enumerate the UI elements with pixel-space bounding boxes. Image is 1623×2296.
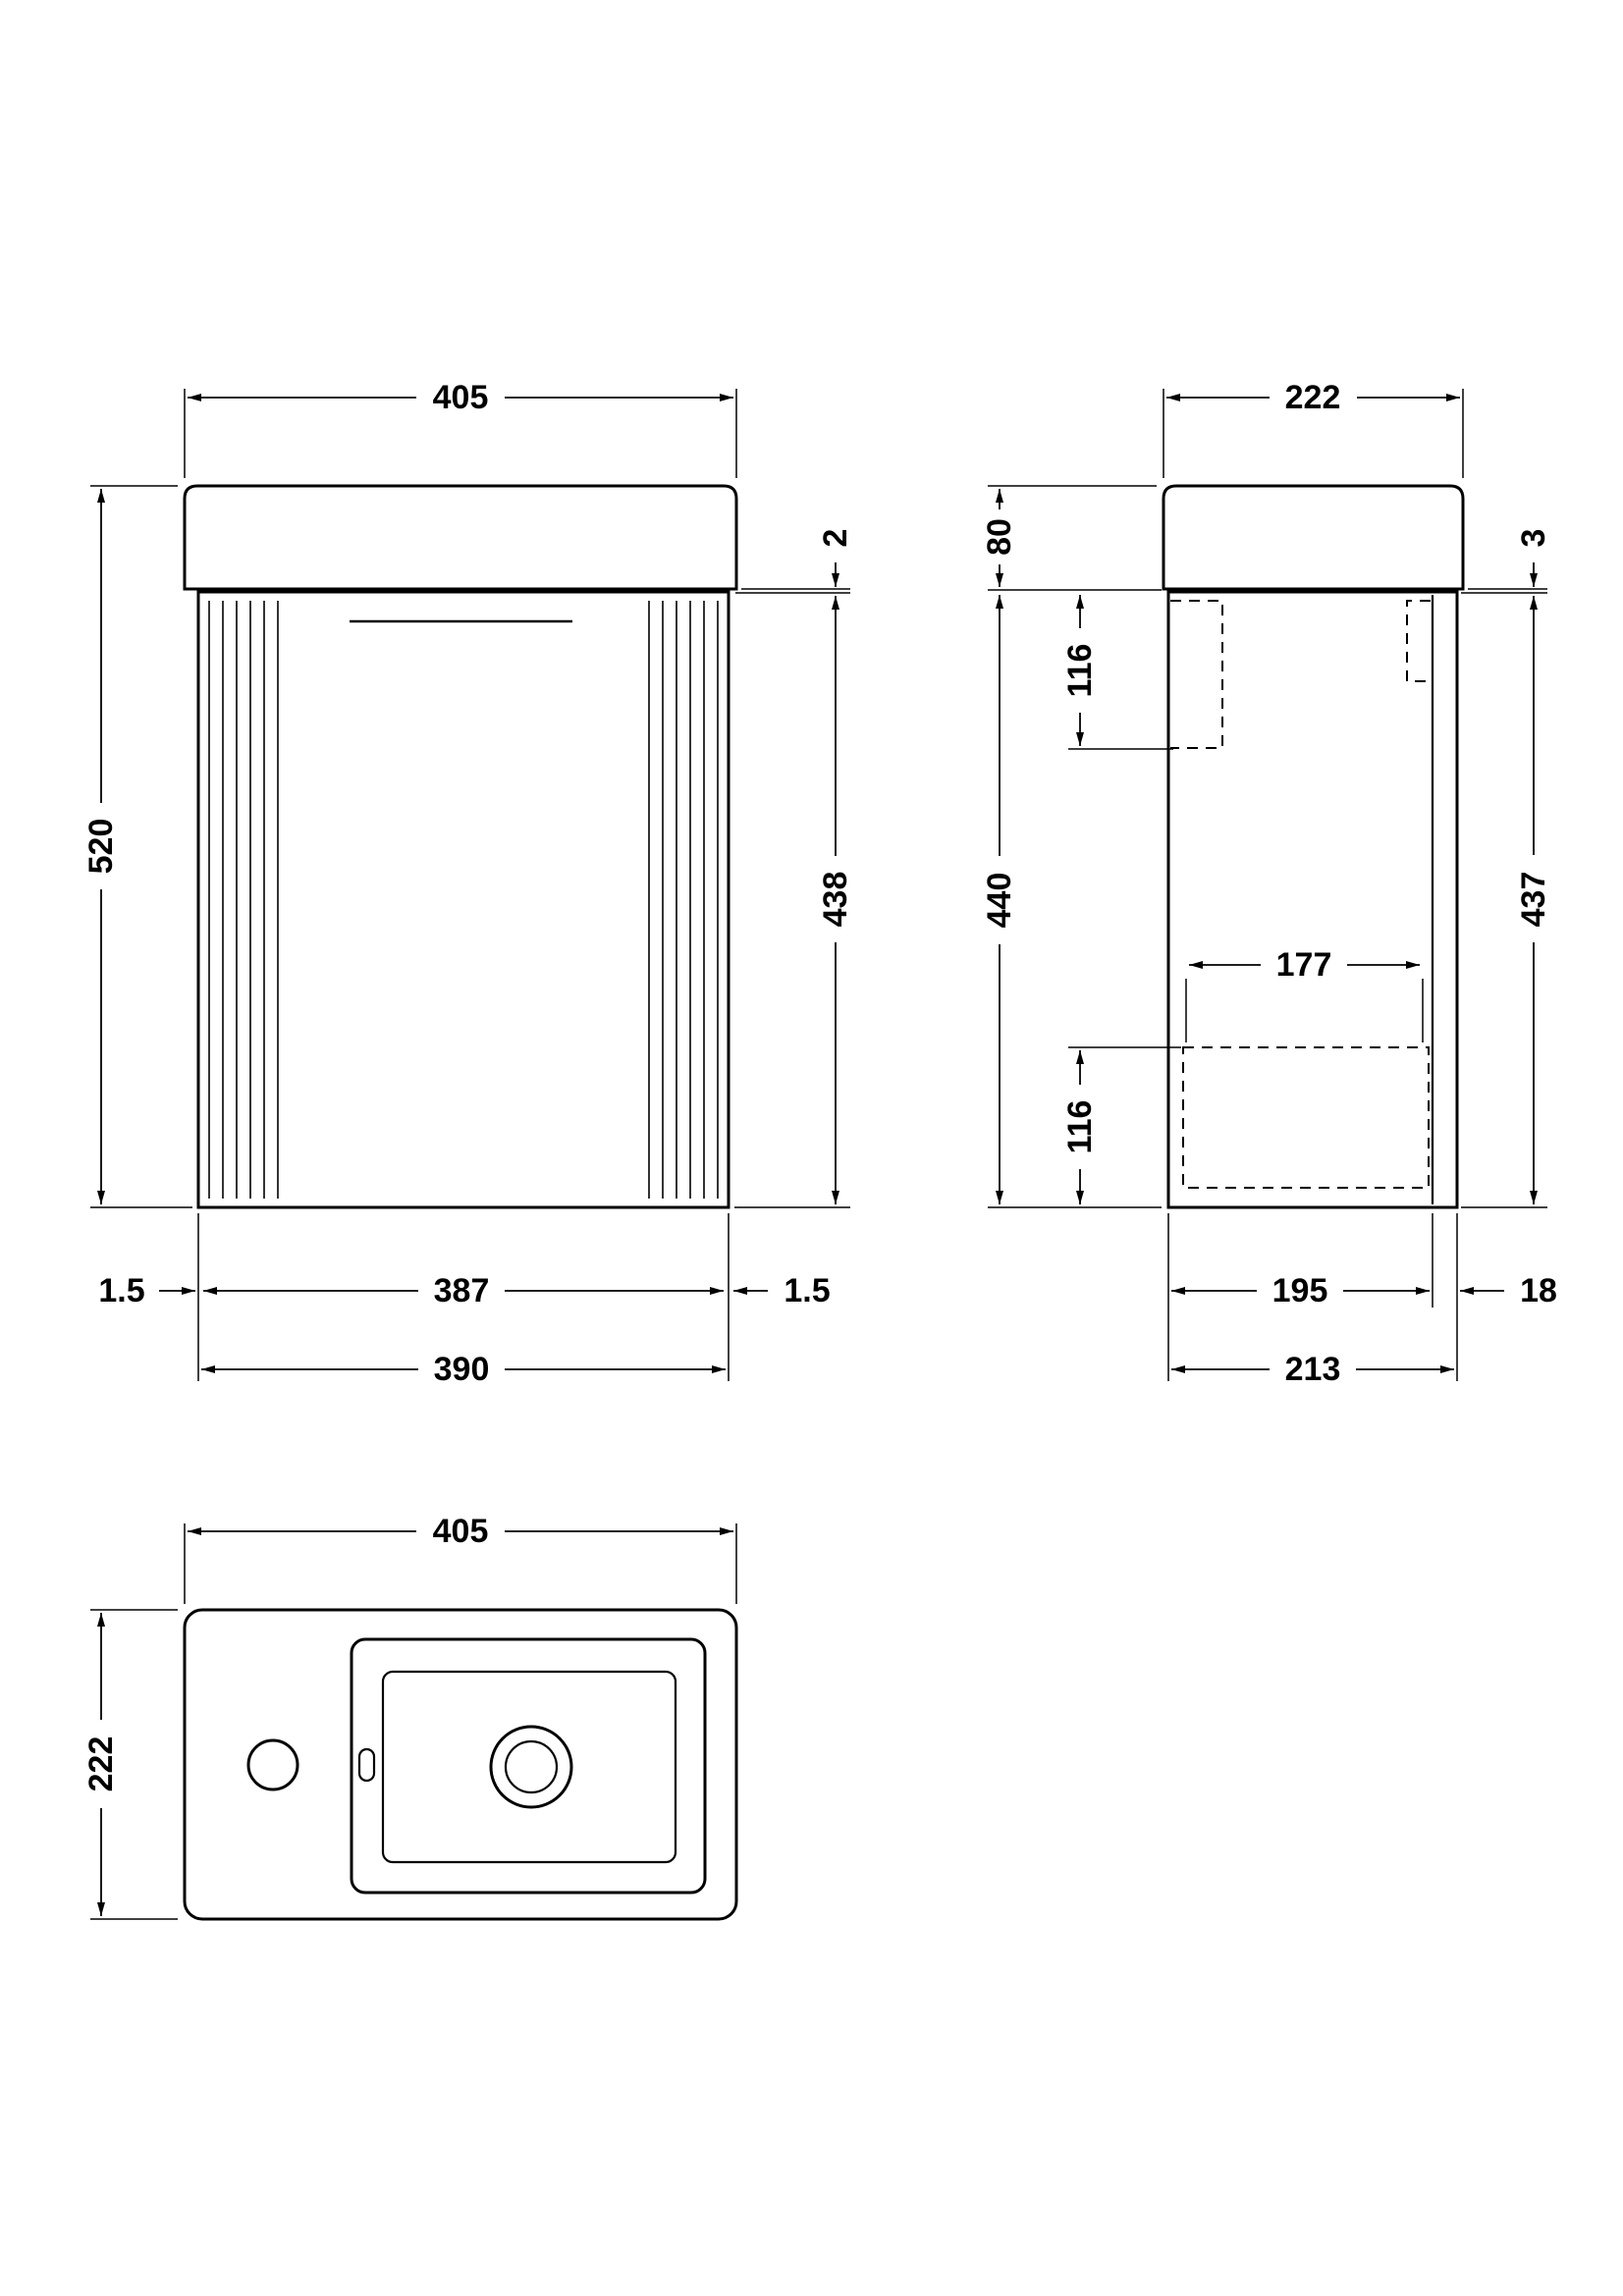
front-width-label: 405 bbox=[433, 379, 489, 416]
side-view: 222 80 116 440 3 bbox=[981, 379, 1557, 1388]
side-dim-depth: 222 bbox=[1163, 379, 1464, 478]
side-wall-bracket-top-front bbox=[1406, 600, 1431, 682]
side-dim-overall-depth: 213 bbox=[1171, 1351, 1454, 1388]
side-dim-carcass-depth: 195 bbox=[1171, 1272, 1430, 1309]
front-cabinet-outline bbox=[196, 590, 730, 1209]
front-door-width-label: 387 bbox=[434, 1272, 490, 1309]
side-cabinet-height-back-label: 440 bbox=[981, 873, 1018, 929]
plan-waste-inner bbox=[504, 1739, 559, 1794]
plan-width-label: 405 bbox=[433, 1513, 489, 1550]
side-dim-basin-height: 80 bbox=[981, 485, 1162, 591]
front-left-gap-label: 1.5 bbox=[98, 1272, 144, 1309]
side-top-bracket-offset-label: 116 bbox=[1061, 644, 1099, 698]
side-dim-internal-depth: 177 bbox=[1185, 946, 1424, 1042]
side-dim-front-lip-gap: 3 bbox=[1461, 529, 1552, 594]
side-basin-height-label: 80 bbox=[981, 518, 1018, 556]
plan-dim-width: 405 bbox=[184, 1513, 737, 1604]
side-internal-depth-label: 177 bbox=[1276, 946, 1332, 984]
side-overall-depth-label: 213 bbox=[1285, 1351, 1341, 1388]
front-lip-gap-label: 2 bbox=[817, 529, 854, 548]
front-dim-lip-gap: 2 bbox=[735, 529, 854, 594]
side-dim-door-thickness: 18 bbox=[1460, 1272, 1557, 1309]
side-door-thickness-label: 18 bbox=[1520, 1272, 1557, 1309]
side-dim-cabinet-height-front: 437 bbox=[1461, 596, 1552, 1208]
side-bottom-bracket-offset-label: 116 bbox=[1061, 1100, 1099, 1154]
plan-overflow-slot bbox=[357, 1747, 376, 1783]
plan-dim-depth: 222 bbox=[82, 1609, 178, 1920]
side-depth-label: 222 bbox=[1285, 379, 1341, 416]
plan-view: 405 222 bbox=[82, 1513, 738, 1921]
front-dim-overall-height: 520 bbox=[82, 485, 192, 1208]
plan-tap-hole bbox=[246, 1738, 299, 1791]
side-cabinet-height-front-label: 437 bbox=[1515, 872, 1552, 928]
front-cabinet-width-label: 390 bbox=[434, 1351, 490, 1388]
front-dim-cabinet-height: 438 bbox=[734, 596, 854, 1208]
front-basin-outline bbox=[183, 484, 738, 591]
plan-waste-outer bbox=[489, 1725, 573, 1809]
side-cabinet-outline bbox=[1166, 590, 1459, 1209]
side-hidden-internal-recess bbox=[1182, 1046, 1430, 1189]
front-dim-door-width: 387 bbox=[203, 1272, 724, 1309]
plan-depth-label: 222 bbox=[82, 1736, 120, 1792]
side-dim-top-bracket-offset: 116 bbox=[1061, 595, 1173, 750]
front-door-fluting bbox=[208, 601, 719, 1199]
front-dim-right-gap: 1.5 bbox=[733, 1272, 831, 1309]
front-right-gap-label: 1.5 bbox=[784, 1272, 830, 1309]
side-dim-bottom-bracket-offset: 116 bbox=[1061, 1046, 1181, 1204]
side-front-lip-gap-label: 3 bbox=[1515, 529, 1552, 548]
side-basin-outline bbox=[1162, 484, 1465, 591]
side-carcass-depth-label: 195 bbox=[1272, 1272, 1328, 1309]
front-overall-height-label: 520 bbox=[82, 819, 120, 875]
side-wall-bracket-top-back bbox=[1170, 600, 1223, 749]
plan-bowl-base bbox=[381, 1670, 677, 1864]
front-cabinet-height-label: 438 bbox=[817, 872, 854, 928]
front-dim-bottom-extensions bbox=[197, 1213, 730, 1381]
side-dim-bottom-extensions bbox=[1167, 1213, 1458, 1381]
side-dim-cabinet-height-back: 440 bbox=[981, 595, 1162, 1208]
front-view: 405 520 2 438 bbox=[82, 379, 854, 1388]
front-dim-cabinet-width: 390 bbox=[201, 1351, 726, 1388]
front-dim-width: 405 bbox=[184, 379, 737, 478]
front-dim-left-gap: 1.5 bbox=[98, 1272, 195, 1309]
